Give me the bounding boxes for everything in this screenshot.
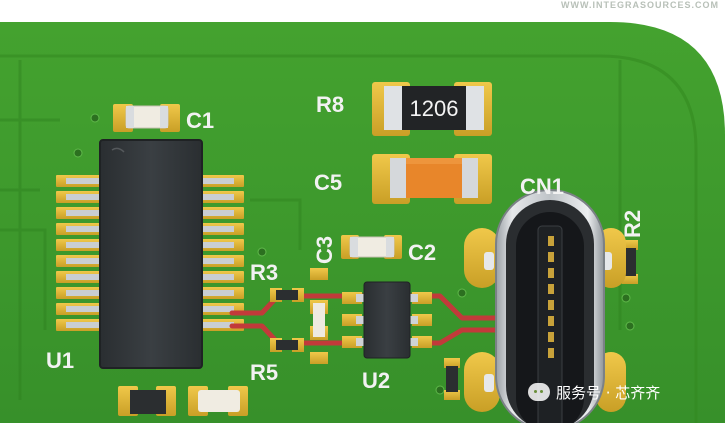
r5-resistor <box>270 338 304 352</box>
r3-resistor <box>270 288 304 302</box>
label-c1: C1 <box>186 108 214 133</box>
label-r8: R8 <box>316 92 344 117</box>
label-r5: R5 <box>250 360 278 385</box>
label-c5: C5 <box>314 170 342 195</box>
c3-capacitor <box>310 268 328 364</box>
label-r2: R2 <box>620 210 645 238</box>
cn1-usb-c-connector <box>464 189 626 423</box>
label-u1: U1 <box>46 348 74 373</box>
small-resistor-bottom <box>444 358 460 400</box>
label-cn1: CN1 <box>520 174 564 199</box>
watermark-bottom: 服务号 · 芯齐齐 <box>528 378 660 406</box>
label-c3: C3 <box>312 236 337 264</box>
c1-capacitor <box>113 104 180 132</box>
watermark-bottom-text: 服务号 · 芯齐齐 <box>556 383 661 402</box>
r8-resistor: 1206 <box>372 82 492 136</box>
u2-ic <box>342 281 432 359</box>
r8-marking: 1206 <box>410 96 459 121</box>
label-r3: R3 <box>250 260 278 285</box>
label-u2: U2 <box>362 368 390 393</box>
silkscreen-labels: C1 R8 C5 CN1 R2 C3 C2 R3 R5 U1 U2 <box>46 92 645 393</box>
watermark-top: WWW.INTEGRASOURCES.COM <box>561 0 719 10</box>
c5-capacitor <box>372 154 492 204</box>
label-c2: C2 <box>408 240 436 265</box>
bottom-partial-components <box>118 386 248 416</box>
wechat-icon <box>528 383 550 401</box>
r2-resistor <box>622 240 638 284</box>
c2-capacitor <box>341 235 402 259</box>
u1-ic <box>56 139 244 369</box>
